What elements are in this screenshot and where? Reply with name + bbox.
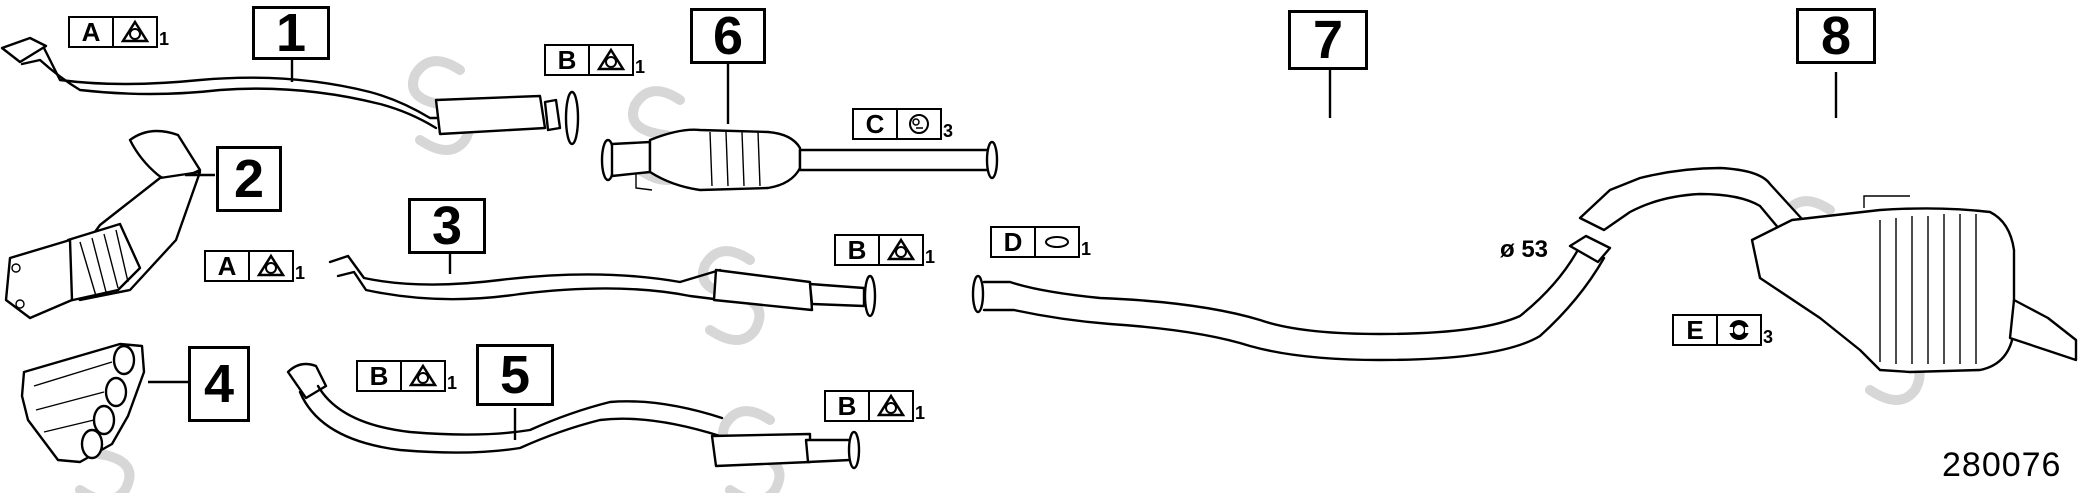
- part-5-front-pipe: [286, 362, 861, 470]
- ref-box-c: C 3: [852, 104, 953, 140]
- ref-letter: A: [206, 251, 250, 281]
- ref-letter: A: [70, 17, 114, 47]
- ref-box-d: D 1: [990, 222, 1091, 258]
- ref-letter: E: [1674, 315, 1718, 345]
- part-6-catalytic-converter: [600, 52, 999, 192]
- callout-7: 7: [1288, 10, 1368, 70]
- ref-qty: 1: [1081, 239, 1092, 259]
- callout-2: 2: [216, 146, 282, 212]
- ref-box-a-mid: A 1: [204, 246, 305, 282]
- rubber-mount-icon: [1718, 316, 1760, 344]
- gasket-triangle-icon: [880, 236, 922, 264]
- callout-4: 4: [188, 346, 250, 422]
- part-7-middle-pipe: [971, 52, 1612, 362]
- gasket-triangle-icon: [250, 252, 292, 280]
- ref-qty: 1: [159, 29, 170, 49]
- ref-letter: B: [826, 391, 870, 421]
- ref-qty: 3: [943, 121, 954, 141]
- diameter-label: ø 53: [1500, 236, 1549, 263]
- part-2-catalytic-manifold: [4, 129, 215, 320]
- gasket-triangle-icon: [590, 46, 632, 74]
- callout-1: 1: [252, 6, 330, 60]
- gasket-triangle-icon: [402, 362, 444, 390]
- ref-qty: 3: [1763, 327, 1774, 347]
- ref-box-e: E 3: [1672, 310, 1773, 346]
- part-1-front-pipe: [0, 36, 580, 146]
- ref-qty: 1: [915, 403, 926, 423]
- ref-box-b-top: B 1: [544, 40, 645, 76]
- callout-3: 3: [408, 198, 486, 254]
- ref-box-b-bottom: B 1: [824, 386, 925, 422]
- ref-letter: C: [854, 109, 898, 139]
- ref-box-b-mid: B 1: [834, 230, 935, 266]
- ref-qty: 1: [925, 247, 936, 267]
- ref-box-b-lower: B 1: [356, 356, 457, 392]
- ref-qty: 1: [447, 373, 458, 393]
- ref-letter: B: [358, 361, 402, 391]
- ref-letter: B: [546, 45, 590, 75]
- callout-5: 5: [476, 344, 554, 406]
- gasket-triangle-icon: [114, 18, 156, 46]
- ref-qty: 1: [635, 57, 646, 77]
- gasket-triangle-icon: [870, 392, 912, 420]
- part-4-exhaust-manifold: [20, 342, 188, 464]
- ref-letter: B: [836, 235, 880, 265]
- part-8-rear-silencer: [1578, 72, 2078, 374]
- callout-8: 8: [1796, 8, 1876, 64]
- callout-6: 6: [690, 8, 766, 64]
- ref-box-a-top: A 1: [68, 12, 169, 48]
- diagram-number: 280076: [1942, 446, 2062, 484]
- part-3-intermediate-pipe: [328, 248, 877, 318]
- ref-qty: 1: [295, 263, 306, 283]
- oval-seal-ring-icon: [1036, 228, 1078, 256]
- ref-letter: D: [992, 227, 1036, 257]
- watermark: [68, 56, 1925, 493]
- rubber-hanger-icon: [898, 110, 940, 138]
